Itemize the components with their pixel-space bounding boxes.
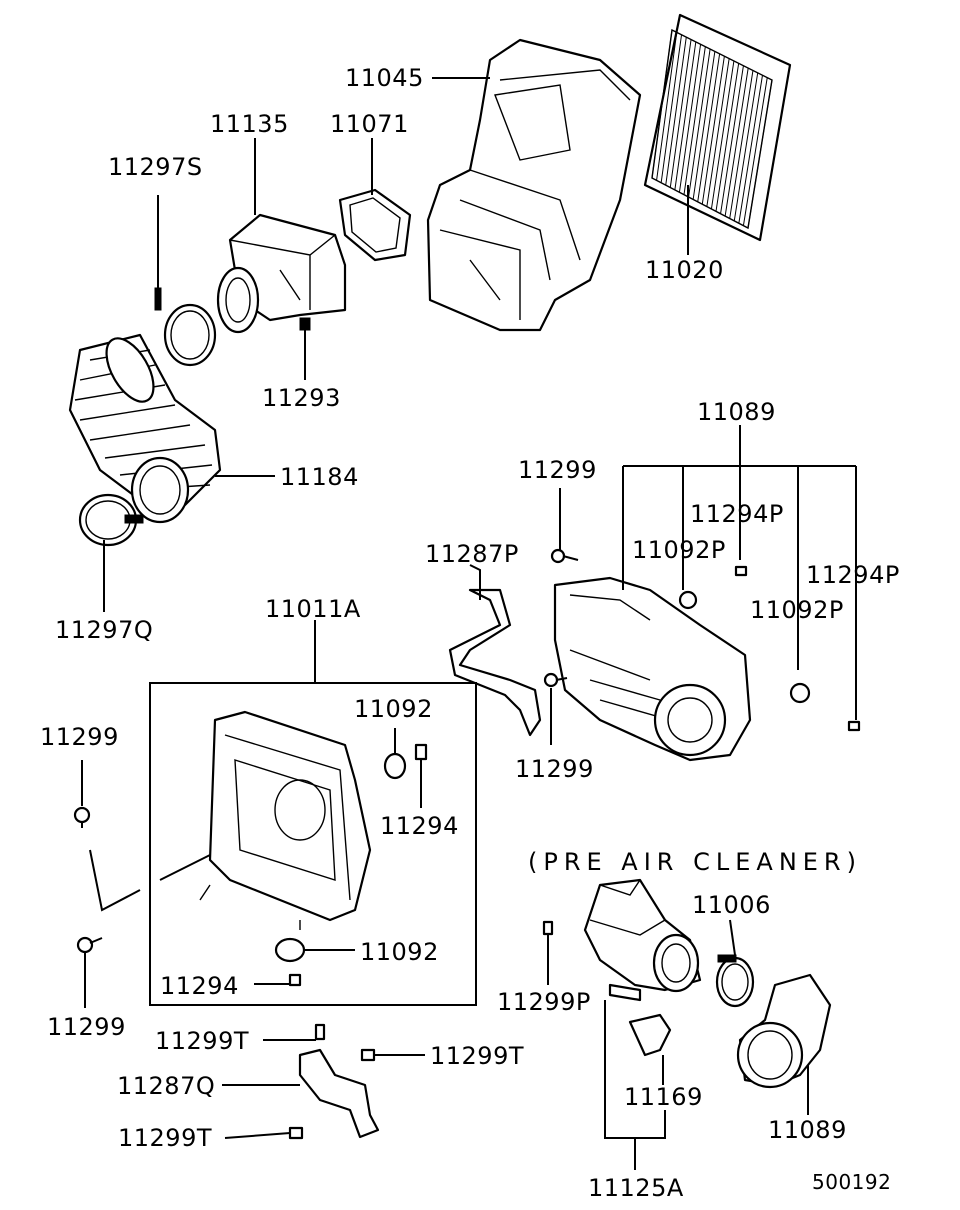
label-11092-b: 11092 xyxy=(360,938,439,966)
label-11294P-a: 11294P xyxy=(690,500,784,528)
air-filter-element-11020 xyxy=(643,13,792,242)
figure-number: 500192 xyxy=(812,1170,892,1194)
label-11011A: 11011A xyxy=(265,595,361,623)
bolt-11299P xyxy=(542,920,554,985)
label-11092P-b: 11092P xyxy=(750,596,844,624)
label-11089-bottom: 11089 xyxy=(768,1116,847,1144)
air-cleaner-cover-11045 xyxy=(426,38,642,332)
cap-11294-lower xyxy=(254,973,302,987)
leader-tree-11089 xyxy=(622,425,857,720)
label-11294-a: 11294 xyxy=(380,812,459,840)
label-11299T-b: 11299T xyxy=(430,1042,525,1070)
label-11135: 11135 xyxy=(210,110,289,138)
filter-pleat xyxy=(651,29,673,179)
label-11287Q: 11287Q xyxy=(117,1072,216,1100)
label-11299T-a: 11299T xyxy=(155,1027,250,1055)
label-11071: 11071 xyxy=(330,110,409,138)
filter-pleat xyxy=(710,60,735,210)
label-11092P-a: 11092P xyxy=(632,536,726,564)
gasket-11071 xyxy=(338,188,412,262)
filter-pleat xyxy=(678,44,702,193)
clamp-11006 xyxy=(715,919,755,1008)
filter-pleat xyxy=(715,63,740,212)
label-11299-a: 11299 xyxy=(518,456,597,484)
label-11299-b: 11299 xyxy=(515,755,594,783)
label-11184: 11184 xyxy=(280,463,359,491)
filter-pleat xyxy=(706,58,730,207)
filter-pleat xyxy=(665,37,687,186)
grommet-11092P-left xyxy=(678,590,698,610)
bolt-11293 xyxy=(299,317,311,380)
label-11294P-b: 11294P xyxy=(806,561,900,589)
label-11293: 11293 xyxy=(262,384,341,412)
label-11297S: 11297S xyxy=(108,153,203,181)
label-11299T-c: 11299T xyxy=(118,1124,213,1152)
cap-11294P-right xyxy=(847,720,861,732)
clamp-11297S xyxy=(154,195,217,367)
intake-hose-11184 xyxy=(68,333,275,524)
grommet-11092-upper xyxy=(383,728,407,780)
bolt-11299T-top xyxy=(263,1023,326,1041)
filter-pleat xyxy=(729,70,754,219)
filter-pleat xyxy=(692,51,716,200)
resonator-11089 xyxy=(553,576,752,762)
label-11006: 11006 xyxy=(692,891,771,919)
clamp-11297Q xyxy=(78,493,144,612)
filter-pleat xyxy=(720,65,744,214)
filter-pleat xyxy=(688,48,711,198)
leader-lines-top xyxy=(254,77,689,255)
label-11169: 11169 xyxy=(624,1083,703,1111)
label-11299-c: 11299 xyxy=(40,723,119,751)
label-11287P: 11287P xyxy=(425,540,519,568)
label-11294-b: 11294 xyxy=(160,972,239,1000)
filter-pleat xyxy=(674,41,697,190)
bolt-11299T-bottom xyxy=(224,1126,304,1140)
grommet-11092-lower xyxy=(274,937,355,963)
bracket-11287P xyxy=(448,564,542,737)
pre-air-cleaner-caption: (PRE AIR CLEANER) xyxy=(528,848,862,876)
grommet-11092P-right xyxy=(789,682,811,704)
air-cleaner-body xyxy=(159,710,372,930)
label-11299-d: 11299 xyxy=(47,1013,126,1041)
filter-pleat xyxy=(669,39,692,188)
label-11020: 11020 xyxy=(645,256,724,284)
label-11045: 11045 xyxy=(345,64,424,92)
filter-pleat xyxy=(683,46,706,195)
filter-pleat xyxy=(724,68,749,217)
bracket-11287Q xyxy=(222,1048,380,1139)
elbow-11089 xyxy=(736,973,832,1115)
label-11089-top: 11089 xyxy=(697,398,776,426)
leader-tree-11125A xyxy=(604,1000,666,1170)
air-flow-sensor-11135 xyxy=(216,213,347,334)
filter-pleat xyxy=(742,77,768,226)
bolt-11299-left-lower xyxy=(76,936,103,1008)
cap-11294-upper xyxy=(414,743,428,808)
cap-11294P-left xyxy=(734,565,748,577)
filter-pleat xyxy=(697,53,721,202)
label-11125A: 11125A xyxy=(588,1174,684,1202)
filter-pleat xyxy=(656,32,678,181)
bolt-11299-left-upper xyxy=(73,760,141,912)
filter-pleat xyxy=(733,72,759,221)
filter-pleat xyxy=(701,56,725,205)
label-11092-a: 11092 xyxy=(354,695,433,723)
bolt-11299-upper xyxy=(550,488,579,564)
filter-pleat xyxy=(660,34,683,183)
duct-11169 xyxy=(628,1013,672,1085)
bolt-11299T-right xyxy=(360,1048,425,1062)
filter-pleat xyxy=(747,79,773,229)
pre-air-cleaner-11125A xyxy=(583,878,702,1002)
filter-pleat xyxy=(738,75,763,224)
label-11299P: 11299P xyxy=(497,988,591,1016)
bolt-11299-lower xyxy=(543,672,568,745)
assembly-box-11011A xyxy=(149,620,477,1006)
label-11297Q: 11297Q xyxy=(55,616,154,644)
